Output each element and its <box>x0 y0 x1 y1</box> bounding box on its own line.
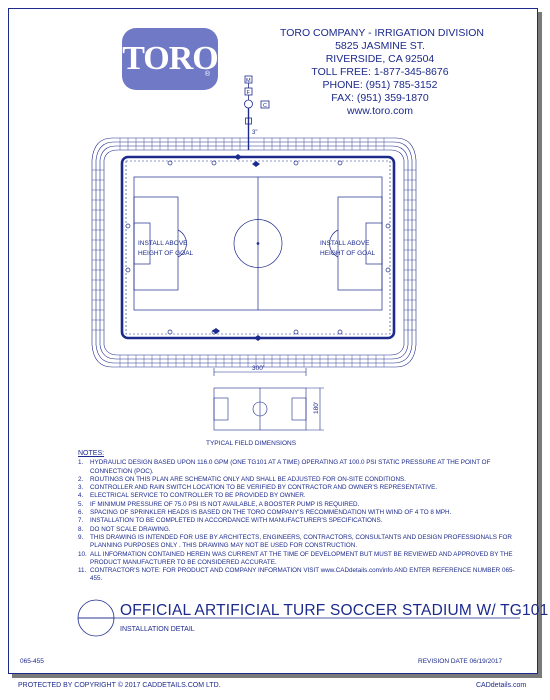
note-item: 10.ALL INFORMATION CONTAINED HEREIN WAS … <box>78 550 513 566</box>
valve-c-label: C <box>263 103 267 109</box>
sheet-shadow-bottom <box>12 674 542 678</box>
note-item: 4.ELECTRICAL SERVICE TO CONTROLLER TO BE… <box>78 492 306 500</box>
goal-note-right-line2: HEIGHT OF GOAL <box>320 250 376 257</box>
note-item: 2.ROUTINGS ON THIS PLAN ARE SCHEMATIC ON… <box>78 475 406 483</box>
company-street: 5825 JASMINE ST. <box>335 40 425 52</box>
stand-seat-hatching <box>92 138 416 367</box>
soccer-field <box>133 176 383 311</box>
logo-registered-mark: ® <box>204 71 210 78</box>
logo-text: TORO <box>122 40 219 77</box>
company-fax: FAX: (951) 359-1870 <box>331 92 429 104</box>
drawing-subtitle: INSTALLATION DETAIL <box>120 626 195 633</box>
company-web: www.toro.com <box>347 105 413 117</box>
control-valves <box>212 154 262 341</box>
copyright-notice: PROTECTED BY COPYRIGHT © 2017 CADDETAILS… <box>18 682 221 689</box>
company-info: TORO COMPANY - IRRIGATION DIVISION 5825 … <box>280 27 484 118</box>
valve-f-label: F <box>247 90 251 96</box>
drawing-sheet <box>8 8 538 674</box>
typical-field-diagram <box>213 368 324 431</box>
notes-section: NOTES: 1.HYDRAULIC DESIGN BASED UPON 116… <box>78 450 518 584</box>
notes-header: NOTES: <box>78 450 105 457</box>
left-goal-area <box>133 222 151 265</box>
dimension-width: 180' <box>313 402 320 414</box>
note-item: 11.CONTRACTOR'S NOTE: FOR PRODUCT AND CO… <box>78 567 515 583</box>
goal-note-left-line1: INSTALL ABOVE <box>138 240 188 247</box>
company-name: TORO COMPANY - IRRIGATION DIVISION <box>280 27 484 39</box>
company-phone: PHONE: (951) 785-3152 <box>322 79 438 91</box>
valve-m-label: M <box>246 78 251 84</box>
sheet-number: 065-455 <box>20 658 44 665</box>
goal-note-left-line2: HEIGHT OF GOAL <box>138 250 194 257</box>
goal-note-right-line1: INSTALL ABOVE <box>320 240 370 247</box>
note-item: 3.CONTROLLER AND RAIN SWITCH LOCATION TO… <box>78 484 438 492</box>
backflow-symbol <box>244 99 253 109</box>
valve-c-box <box>260 100 270 109</box>
note-item: 6.SPACING OF SPRINKLER HEADS IS BASED ON… <box>78 509 452 517</box>
pipe-size-label: 3" <box>252 130 257 136</box>
right-goal-area <box>365 222 383 265</box>
note-item: 8.DO NOT SCALE DRAWING. <box>78 525 171 533</box>
note-item: 9.THIS DRAWING IS INTENDED FOR USE BY AR… <box>78 533 512 550</box>
company-tollfree: TOLL FREE: 1-877-345-8676 <box>311 66 449 78</box>
sheet-shadow-right <box>538 12 542 678</box>
dimension-length: 300' <box>252 365 264 372</box>
center-circle <box>233 219 283 268</box>
note-item: 1.HYDRAULIC DESIGN BASED UPON 116.0 GPM … <box>78 459 491 475</box>
dimensions-caption: TYPICAL FIELD DIMENSIONS <box>206 440 297 447</box>
footer-site-link[interactable]: CADdetails.com <box>476 682 527 689</box>
company-city: RIVERSIDE, CA 92504 <box>325 53 435 65</box>
note-item: 7.INSTALLATION TO BE COMPLETED IN ACCORD… <box>78 517 383 525</box>
stadium-stands <box>91 137 417 368</box>
point-of-connection: M F C 3" <box>244 75 270 150</box>
note-item: 5.IF MINIMUM PRESSURE OF 75.0 PSI IS NOT… <box>78 500 360 508</box>
revision-date: REVISION DATE 06/19/2017 <box>418 658 503 665</box>
drawing-title: OFFICIAL ARTIFICIAL TURF SOCCER STADIUM … <box>120 602 549 619</box>
toro-logo: TORO ® <box>122 28 219 90</box>
